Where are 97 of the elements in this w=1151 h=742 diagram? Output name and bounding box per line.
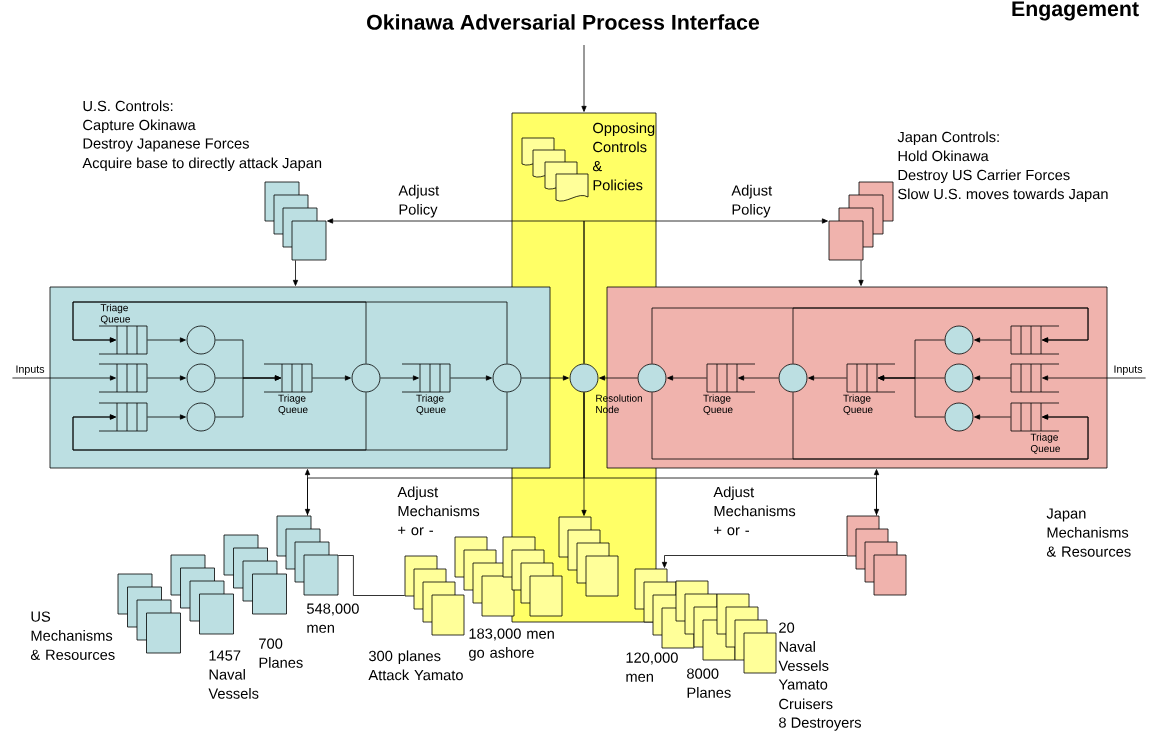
queue-drawing: [1010, 363, 1060, 393]
process-circle: [637, 363, 667, 393]
queue-drawing: [263, 363, 313, 393]
page-stack: [828, 181, 894, 261]
arrow: [808, 375, 847, 381]
process-circle: [944, 325, 974, 355]
node-label: Acquire base to directly attack Japan: [82, 157, 322, 172]
page-stack: [846, 515, 907, 596]
arrow: [521, 375, 569, 381]
node-label: Yamato: [778, 679, 828, 690]
arrow: [1042, 375, 1146, 381]
process-circle: [944, 402, 974, 432]
process-box: [49, 286, 551, 469]
queue-drawing: [401, 363, 451, 393]
queue-drawing: [98, 363, 148, 393]
process-circle: [492, 363, 522, 393]
arrow: [651, 307, 1089, 364]
process-circle: [944, 363, 974, 393]
node-label: 120,000 men: [626, 652, 678, 682]
arrow: [450, 375, 492, 381]
arrow: [974, 375, 1011, 381]
arrow: [581, 44, 587, 112]
queue-drawing: [98, 402, 148, 432]
node-label: Destroy US Carrier Forces: [898, 169, 1070, 184]
heading-text: Engagement: [1012, 1, 1139, 21]
node-label: 300 planes Attack Yamato: [368, 650, 463, 681]
process-circle: [569, 363, 599, 393]
arrow: [215, 375, 281, 418]
page-stack: [170, 554, 234, 635]
edge-label: Adjust Policy: [731, 184, 773, 218]
node-label: Cruisers: [779, 698, 833, 710]
queue-drawing: [98, 325, 148, 355]
node-label: Triage Queue: [703, 394, 733, 415]
node-label: Hold Okinawa: [898, 150, 989, 162]
queue-drawing: [1010, 402, 1060, 432]
queue-drawing: [1010, 325, 1060, 355]
edge-label: Adjust Policy: [398, 184, 440, 218]
queue-drawing: [846, 363, 896, 393]
node-label: U.S. Controls:: [83, 100, 173, 112]
process-circle: [186, 363, 216, 393]
node-label: US Mechanisms & Resources: [30, 611, 115, 660]
node-label: 8000 Planes: [687, 668, 731, 698]
arrow: [661, 555, 847, 568]
edge-label: Adjust Mechanisms + or -: [713, 486, 796, 536]
arrow: [974, 414, 1011, 420]
arrow: [147, 414, 186, 420]
title: Okinawa Adversarial Process Interface: [367, 14, 760, 30]
node-label: 548,000 men: [307, 603, 359, 633]
node-label: Japan Controls:: [897, 131, 999, 146]
node-label: Triage Queue: [278, 394, 308, 415]
label-text: Japan Mechanisms & Resources: [1046, 508, 1131, 557]
node-label: Triage Queue: [100, 303, 130, 325]
page-stack: [117, 573, 181, 654]
node-label: Destroy Japanese Forces: [83, 138, 249, 152]
arrow: [599, 375, 638, 381]
node-label: 20 Naval Vessels: [778, 622, 829, 671]
page-stack: [558, 516, 619, 597]
arrow: [858, 260, 864, 286]
process-circle: [778, 363, 808, 393]
arrow: [292, 260, 299, 286]
page-stack: [404, 555, 465, 636]
edge-label: Adjust Mechanisms + or -: [397, 486, 480, 536]
page-stack: [276, 515, 339, 596]
arrow: [72, 301, 508, 364]
node-label: 8 Destroyers: [779, 717, 861, 731]
arrow: [12, 375, 116, 381]
node-label: Slow U.S. moves towards Japan: [898, 188, 1108, 203]
arrow: [380, 375, 419, 381]
page-stack: [264, 181, 327, 261]
input-label: Inputs: [16, 365, 45, 375]
arrow: [878, 375, 945, 418]
process-circle: [351, 363, 381, 393]
connector-line: [338, 555, 405, 596]
arrow: [974, 337, 1011, 343]
node-label: Resolution Node: [596, 394, 642, 414]
node-label: Capture Okinawa: [83, 119, 196, 134]
arrow: [651, 392, 1089, 460]
arrow: [667, 375, 707, 381]
queue-drawing: [706, 363, 756, 393]
page-stack: [223, 534, 287, 615]
node-label: 1457 Naval Vessels: [208, 650, 259, 699]
node-label: Triage Queue: [1030, 433, 1060, 454]
arrow: [738, 375, 779, 381]
arrow: [581, 392, 587, 516]
process-circle: [186, 325, 216, 355]
arrow: [583, 218, 828, 364]
arrow: [312, 375, 351, 381]
node-label: 183,000 men go ashore: [469, 628, 554, 661]
arrow: [147, 375, 186, 381]
node-label: Triage Queue: [416, 394, 446, 415]
node-label: 700 Planes: [259, 638, 303, 668]
input-label: Inputs: [1114, 365, 1143, 375]
node-label: Triage Queue: [843, 394, 873, 415]
page-stack: [502, 536, 563, 617]
arrow: [147, 337, 186, 343]
arrow: [72, 392, 508, 451]
process-circle: [186, 402, 216, 432]
